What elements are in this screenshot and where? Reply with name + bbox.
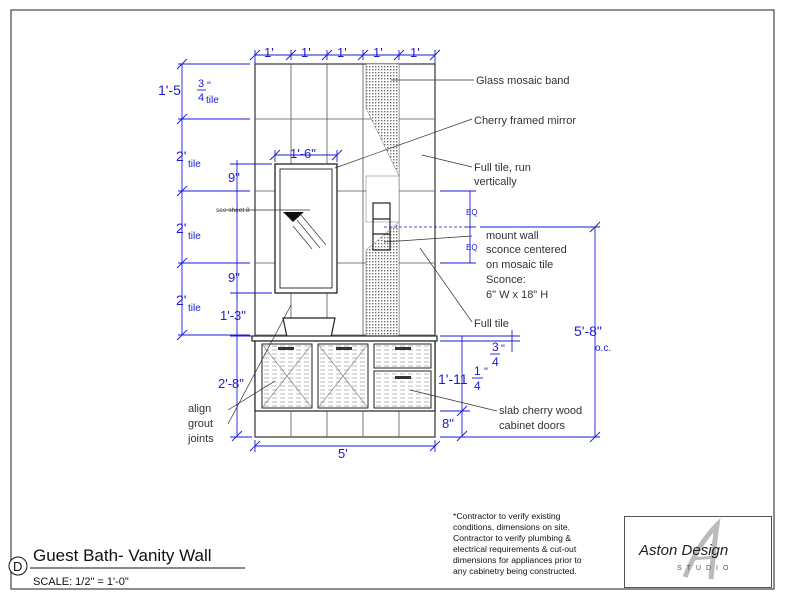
band-dim-den: 4 [198,92,204,104]
counter-dim-den: 4 [492,355,499,369]
section-label-letter: D [13,559,22,574]
callout-glass-mosaic: Glass mosaic band [476,75,570,87]
counter-dim-num: 3 [492,340,499,354]
callout-align-1: align [188,403,211,415]
contractor-note: *Contractor to verify existing condition… [453,511,623,577]
callout-align-2: grout [188,418,213,430]
callout-cherry-mirror: Cherry framed mirror [474,115,576,127]
sheet-border [10,9,775,590]
callout-full-tile-vertical-1: Full tile, run [474,162,531,174]
callout-sconce-1: mount wall [486,230,539,242]
sheet-title: Guest Bath- Vanity Wall [33,546,212,565]
glass-mosaic-band [365,63,400,337]
top-dim-3: 1' [337,45,347,60]
drawer-dim-den: 4 [474,379,481,393]
studio-logo: Aston Design STUDIO [624,516,772,588]
note-line: Contractor to verify plumbing & [453,533,571,543]
callout-sconce-4: Sconce: [486,274,526,286]
note-line: conditions, dimensions on site. [453,522,571,532]
logo-mark: Aston Design STUDIO [638,517,733,580]
drawer-dim-num: 1 [474,364,481,378]
bottom-width-dim: 5' [338,446,348,461]
sheet-scale: SCALE: 1/2" = 1'-0" [33,576,129,588]
vanity-height-dim: 2'-8" [218,376,244,391]
tile2-dim: 2' [176,220,186,236]
callout-full-tile-vertical-2: vertically [474,176,517,188]
drawer-dim-whole: 1'-11 [438,371,468,387]
mirror-width-dim: 1'-6" [290,146,316,161]
note-line: dimensions for appliances prior to [453,555,582,565]
band-dim-whole: 1'-5 [158,82,181,98]
note-line: *Contractor to verify existing [453,511,561,521]
cherry-framed-mirror [274,163,338,294]
wall-sconce [372,202,391,251]
toe-kick-dim: 8" [442,416,454,431]
dimension-lines [176,49,601,452]
vessel-sink [282,317,336,338]
tile1-suffix: tile [188,159,201,170]
callout-sconce-3: on mosaic tile [486,259,553,271]
callout-slab-doors-1: slab cherry wood [499,405,582,417]
drawer-dim-unit: " [484,366,488,378]
countertop [251,335,438,342]
leader-lines [225,79,498,425]
callout-full-tile: Full tile [474,318,509,330]
top-dim-2: 1' [301,45,311,60]
callout-align-3: joints [187,433,214,445]
tile3-suffix: tile [188,303,201,314]
top-dim-4: 1' [373,45,383,60]
logo-sub: STUDIO [677,565,733,572]
note-line: any cabinetry being constructed. [453,566,577,576]
band-dim-unit: " [207,80,211,92]
callout-slab-doors-2: cabinet doors [499,420,566,432]
tile3-dim: 2' [176,292,186,308]
band-dim-num: 3 [198,78,204,90]
sconce-height-dim: 5'-8" [574,323,602,339]
base-tile [290,411,400,437]
logo-text: Aston Design [638,542,728,559]
section-marker [283,212,304,222]
mirror-top-dim: 9" [228,170,240,185]
note-line: electrical requirements & cut-out [453,544,577,554]
sconce-oc: o.c. [595,343,611,354]
callout-sconce-2: sconce centered [486,244,567,256]
eq-top: EQ [466,208,478,217]
counter-to-mirror-dim: 1'-3" [220,308,246,323]
band-dim-suffix: tile [206,95,219,106]
tile2-suffix: tile [188,231,201,242]
callout-see-sheet: see sheet 8 [216,207,250,214]
mirror-bottom-dim: 9" [228,270,240,285]
tile1-dim: 2' [176,148,186,164]
top-dim-1: 1' [264,45,274,60]
counter-dim-unit: " [501,343,505,355]
vanity-cabinet [254,340,436,412]
section-label-circle [8,556,28,576]
callout-sconce-5: 6" W x 18" H [486,289,548,301]
eq-bottom: EQ [466,243,478,252]
top-dim-5: 1' [410,45,420,60]
